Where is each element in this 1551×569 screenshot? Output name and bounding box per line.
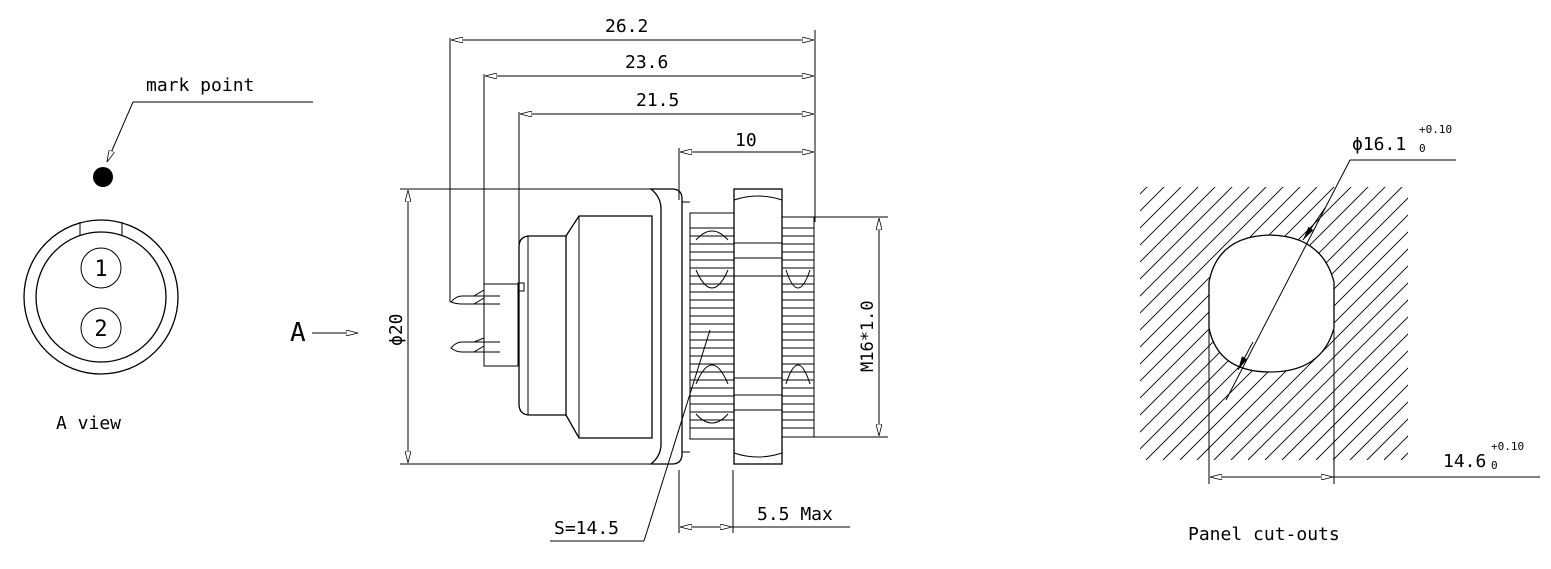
- hatch-line: [1162, 187, 1408, 460]
- thread-left-lines: [690, 227, 734, 429]
- a-view: mark point 1 2 A view: [23, 75, 313, 434]
- hatch-line: [1140, 187, 1359, 460]
- side-view: A ϕ20 26.2 23.6 21.5 10: [290, 16, 888, 542]
- hatch-line: [1213, 187, 1408, 460]
- pin-2-label: 2: [94, 317, 107, 342]
- hatch-line: [857, 180, 1137, 460]
- a-view-caption: A view: [56, 413, 121, 434]
- m16-label: M16*1.0: [858, 300, 878, 372]
- panel-cutout-view: ϕ16.1 +0.10 0 14.6 +0.10 0 Panel cut-out…: [840, 123, 1551, 545]
- hatch-line: [1332, 187, 1408, 460]
- hatch-area: [840, 180, 1551, 460]
- connector-inner-ring: [35, 231, 167, 363]
- thread-left-crest: [695, 230, 729, 424]
- hatch-line: [1140, 187, 1393, 460]
- dia20-label: ϕ20: [386, 313, 407, 346]
- s14-leader: [643, 329, 711, 542]
- pin-block: [483, 283, 519, 367]
- hatch-line: [1230, 187, 1408, 460]
- dia161-base: ϕ16.1: [1352, 134, 1406, 155]
- flat-tol-lower: 0: [1491, 459, 1498, 472]
- flange: [649, 188, 683, 465]
- hatch-line: [1179, 187, 1408, 460]
- view-arrow-label: A: [290, 318, 306, 348]
- hatch-lines: [840, 180, 1551, 460]
- pin-1-label: 1: [94, 257, 107, 282]
- pin-tail-top: [450, 289, 485, 305]
- thread-right-crest: [785, 269, 811, 385]
- hatch-line: [1349, 187, 1408, 460]
- hatch-line: [1435, 180, 1551, 460]
- hatch-line: [1140, 187, 1376, 460]
- dia161-tol-upper: +0.10: [1419, 123, 1452, 136]
- dia161-tol-lower: 0: [1419, 142, 1426, 155]
- dim-10-label: 10: [735, 130, 757, 151]
- hatch-line: [1140, 187, 1206, 460]
- hatch-line: [1298, 187, 1408, 460]
- thread-right-lines: [782, 227, 814, 429]
- mark-point-dot: [93, 167, 113, 187]
- thread-right: [781, 216, 815, 438]
- pin-1-circle: [80, 247, 122, 289]
- hatch-line: [1140, 187, 1223, 460]
- max-label: 5.5 Max: [757, 504, 833, 525]
- hatch-line: [1140, 187, 1308, 460]
- hatch-line: [1366, 187, 1408, 460]
- hatch-line: [1140, 187, 1408, 460]
- cutout-caption: Panel cut-outs: [1188, 524, 1340, 545]
- hatch-line: [1140, 187, 1240, 460]
- hatch-line: [1418, 180, 1551, 460]
- hatch-line: [1140, 187, 1155, 460]
- dia161-arrow-bottom: [1237, 341, 1254, 371]
- hatch-line: [1400, 187, 1408, 460]
- nut: [733, 188, 783, 465]
- hatch-line: [1452, 180, 1551, 460]
- dia161-leader: [1225, 159, 1351, 401]
- mark-point-leader: [106, 101, 134, 162]
- hatch-line: [1140, 187, 1325, 460]
- hatch-line: [1140, 187, 1342, 460]
- hatch-line: [1264, 187, 1408, 460]
- hatch-line: [1247, 187, 1408, 460]
- mark-point-label: mark point: [146, 75, 254, 96]
- hatch-line: [1140, 187, 1274, 460]
- hatch-line: [1315, 187, 1408, 460]
- dim-23-label: 23.6: [625, 52, 668, 73]
- hatch-line: [1140, 187, 1291, 460]
- pin-tab: [517, 282, 525, 292]
- hatch-line: [1145, 187, 1408, 460]
- hatch-line: [840, 180, 1120, 460]
- dia161-arrow-top: [1302, 207, 1326, 241]
- pin-tail-bottom: [450, 337, 485, 353]
- hatch-line: [1140, 187, 1189, 460]
- nut-chamfer: [733, 195, 783, 458]
- connector-outer-ring: [23, 219, 179, 375]
- hatch-line: [1196, 187, 1408, 460]
- flat-base: 14.6: [1443, 451, 1486, 472]
- rear-cap: [518, 235, 567, 416]
- body-shell: [565, 215, 653, 439]
- cutout-outline: [1208, 234, 1335, 373]
- hatch-line: [1140, 187, 1172, 460]
- dim-26-label: 26.2: [605, 16, 648, 37]
- flat-tol-upper: +0.10: [1491, 440, 1524, 453]
- hatch-line: [1281, 187, 1408, 460]
- pin-2-circle: [80, 307, 122, 349]
- s14-label: S=14.5: [554, 518, 619, 539]
- thread-left: [689, 212, 735, 440]
- dim-21-label: 21.5: [636, 90, 679, 111]
- hatch-line: [1383, 187, 1408, 460]
- hatch-line: [1140, 187, 1257, 460]
